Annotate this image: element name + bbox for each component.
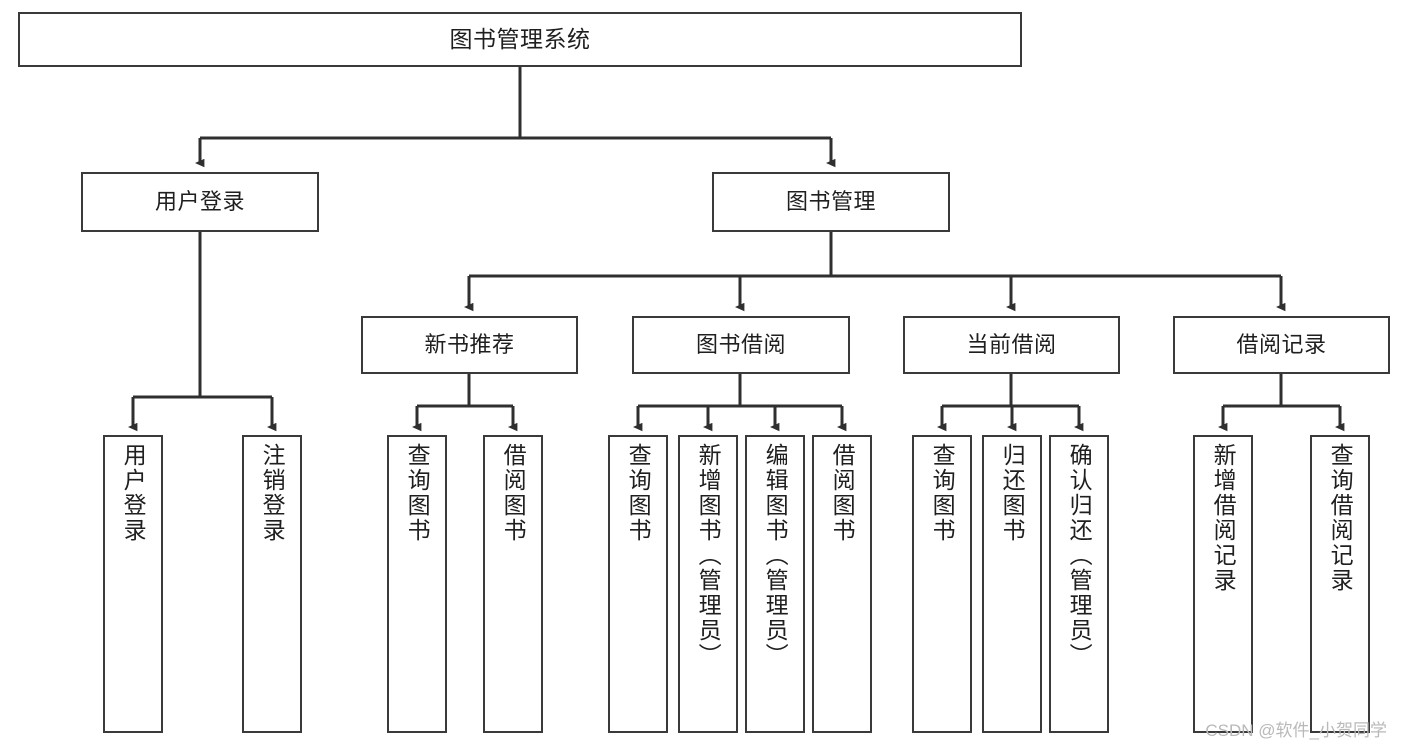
- node-label: 借阅图书: [500, 443, 527, 543]
- node-current-borrow[interactable]: 当前借阅: [903, 316, 1120, 374]
- node-leaf-query-record[interactable]: 查询借阅记录: [1310, 435, 1370, 733]
- node-label: 确认归还（管理员）: [1066, 443, 1093, 668]
- node-leaf-borrow-book-2[interactable]: 借阅图书: [812, 435, 872, 733]
- node-book-manage[interactable]: 图书管理: [712, 172, 950, 232]
- node-leaf-query-book-1[interactable]: 查询图书: [387, 435, 447, 733]
- node-leaf-return-book[interactable]: 归还图书: [982, 435, 1042, 733]
- node-leaf-edit-book[interactable]: 编辑图书（管理员）: [745, 435, 805, 733]
- node-label: 当前借阅: [966, 332, 1057, 358]
- node-leaf-logout[interactable]: 注销登录: [242, 435, 302, 733]
- node-label: 新增借阅记录: [1210, 443, 1237, 593]
- node-leaf-query-book-2[interactable]: 查询图书: [608, 435, 668, 733]
- node-leaf-confirm-return[interactable]: 确认归还（管理员）: [1049, 435, 1109, 733]
- node-leaf-borrow-book-1[interactable]: 借阅图书: [483, 435, 543, 733]
- node-new-book-recommend[interactable]: 新书推荐: [361, 316, 578, 374]
- node-label: 编辑图书（管理员）: [762, 443, 789, 668]
- node-label: 新增图书（管理员）: [695, 443, 722, 668]
- node-borrow-record[interactable]: 借阅记录: [1173, 316, 1390, 374]
- node-label: 图书借阅: [695, 332, 786, 358]
- node-label: 图书管理系统: [449, 25, 591, 52]
- node-book-borrow[interactable]: 图书借阅: [632, 316, 850, 374]
- node-label: 归还图书: [999, 443, 1026, 543]
- node-label: 查询借阅记录: [1327, 443, 1354, 593]
- node-label: 借阅记录: [1236, 332, 1327, 358]
- node-user-login[interactable]: 用户登录: [81, 172, 319, 232]
- watermark: CSDN @软件_小贺同学: [1205, 721, 1387, 740]
- node-label: 用户登录: [154, 189, 245, 215]
- node-leaf-query-book-3[interactable]: 查询图书: [912, 435, 972, 733]
- node-leaf-add-book[interactable]: 新增图书（管理员）: [678, 435, 738, 733]
- node-label: 查询图书: [404, 443, 431, 543]
- node-label: 查询图书: [625, 443, 652, 543]
- node-label: 查询图书: [929, 443, 956, 543]
- node-leaf-add-record[interactable]: 新增借阅记录: [1193, 435, 1253, 733]
- node-label: 图书管理: [785, 189, 876, 215]
- node-label: 注销登录: [259, 443, 286, 543]
- node-label: 用户登录: [120, 443, 147, 543]
- node-leaf-user-login[interactable]: 用户登录: [103, 435, 163, 733]
- node-label: 借阅图书: [829, 443, 856, 543]
- node-label: 新书推荐: [424, 332, 515, 358]
- node-root[interactable]: 图书管理系统: [18, 12, 1022, 67]
